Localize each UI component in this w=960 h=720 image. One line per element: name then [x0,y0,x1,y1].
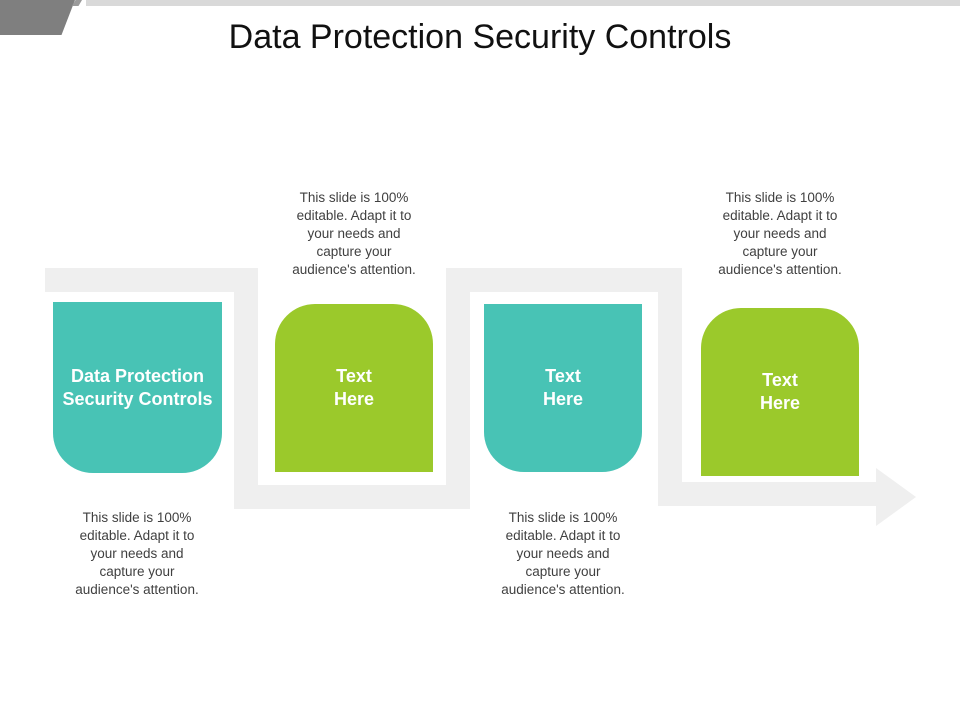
header-accent-shape [0,0,75,35]
flow-arrowhead [876,468,916,526]
step-label-3: Text Here [542,366,584,409]
step-label-1: Data Protection Security Controls [62,365,213,409]
step-box-1: Data Protection Security Controls [53,302,222,473]
step-caption-3: This slide is 100% editable. Adapt it to… [501,510,625,597]
step-box-3: Text Here [484,304,642,472]
header-accent-sliver [72,0,82,6]
step-caption-1: This slide is 100% editable. Adapt it to… [75,510,199,597]
step-label-4: Text Here [759,370,801,413]
step-caption-4: This slide is 100% editable. Adapt it to… [718,190,842,277]
step-box-2: Text Here [275,304,433,472]
step-box-4: Text Here [701,308,859,476]
flow-path-line [45,268,880,509]
step-caption-2: This slide is 100% editable. Adapt it to… [292,190,416,277]
slide-title: Data Protection Security Controls [228,18,732,56]
step-label-2: Text Here [333,366,375,409]
header-divider-line [86,0,960,6]
